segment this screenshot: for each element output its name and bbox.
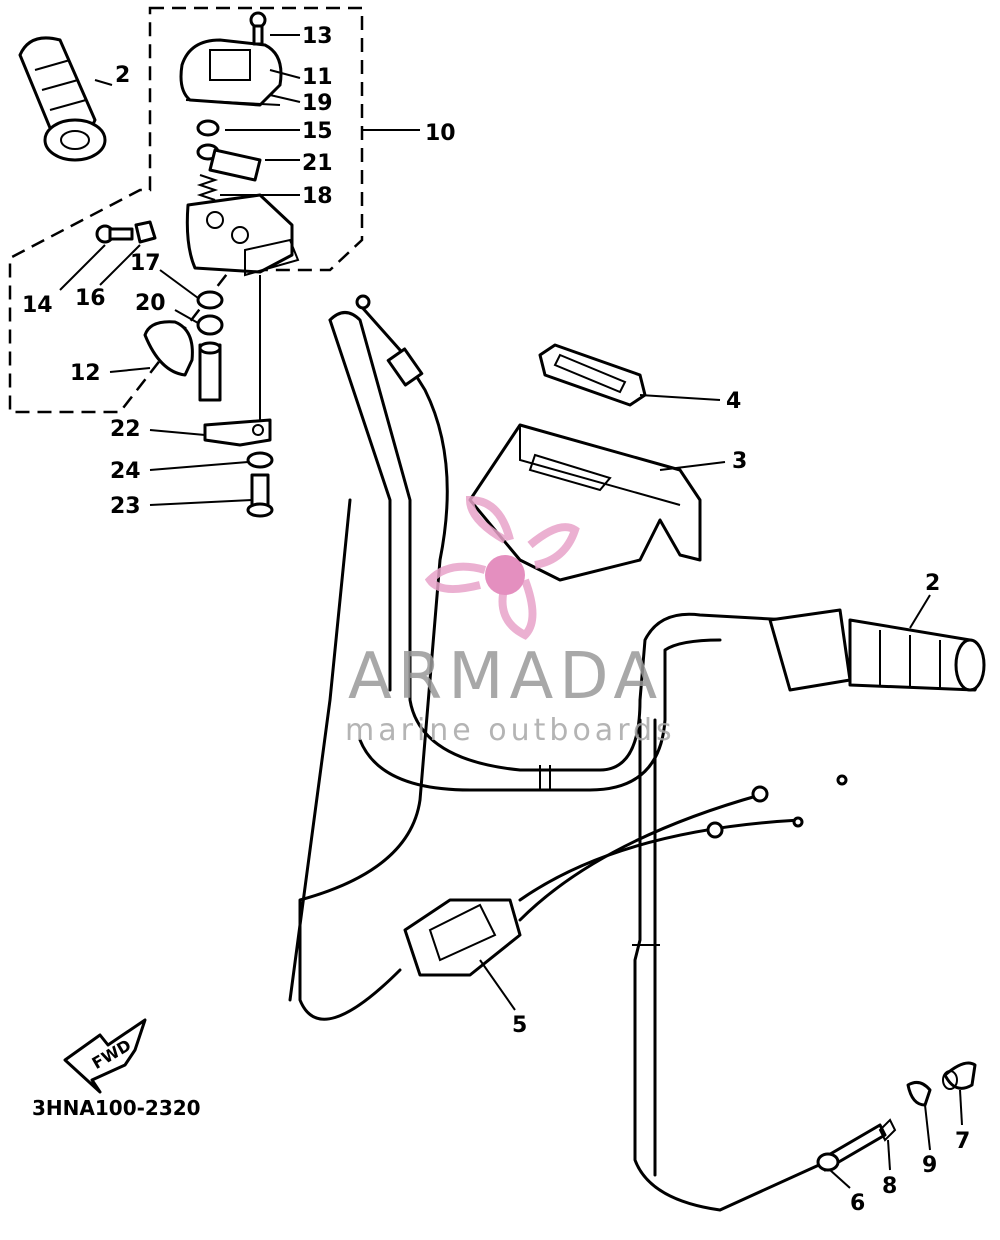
washers [196, 119, 262, 182]
switch-body [185, 193, 300, 277]
callout-24: 24 [110, 459, 141, 484]
handlebar-cover-3 [468, 423, 702, 582]
callout-23: 23 [110, 494, 141, 519]
clip-9 [906, 1080, 932, 1107]
fwd-arrow: FWD [63, 1018, 147, 1094]
callout-12: 12 [70, 361, 101, 386]
screw-13 [249, 11, 267, 46]
washer-24 [246, 451, 274, 469]
washer-17 [196, 290, 224, 310]
callout-5: 5 [512, 1013, 527, 1038]
callout-22: 22 [110, 417, 141, 442]
cap-7 [942, 1061, 977, 1090]
handlebar-1 [328, 311, 792, 792]
callout-16: 16 [75, 286, 106, 311]
leader-lines [59, 34, 963, 1189]
callout-18: 18 [302, 184, 333, 209]
junction-box-5 [403, 774, 848, 977]
cable-adjuster-6 [816, 1123, 887, 1172]
callout-10: 10 [425, 121, 456, 146]
throttle-cable [288, 294, 449, 1021]
callout-6: 6 [850, 1191, 865, 1216]
callout-11: 11 [302, 65, 333, 90]
screw-14 [95, 224, 134, 244]
throttle-lever-12 [143, 320, 222, 402]
callout-20: 20 [135, 291, 166, 316]
nut-16 [134, 220, 157, 244]
callout-13: 13 [302, 24, 333, 49]
watermark-brand: ARMADA [348, 640, 663, 714]
lower-cable [632, 718, 832, 1212]
callout-9: 9 [922, 1153, 937, 1178]
handlebar-pad-4 [538, 343, 647, 407]
callout-3: 3 [732, 449, 747, 474]
diagram-code: 3HNA100-2320 [32, 1096, 201, 1120]
callout-2-right: 2 [925, 571, 940, 596]
callout-17: 17 [130, 251, 161, 276]
spring-8 [878, 1118, 897, 1142]
bolt-23 [246, 473, 274, 518]
switch-cover [179, 38, 283, 107]
washer-20 [196, 314, 224, 336]
callout-4: 4 [726, 389, 741, 414]
callout-15: 15 [302, 119, 333, 144]
propeller-logo-icon [424, 495, 580, 640]
callout-14: 14 [22, 293, 53, 318]
watermark-tagline: marine outboards [345, 713, 676, 748]
armada-watermark: ARMADA marine outboards [345, 495, 676, 748]
right-grip [768, 608, 986, 692]
left-grip [18, 36, 107, 162]
clamp-22 [203, 418, 272, 447]
callout-19: 19 [302, 91, 333, 116]
callout-2-left: 2 [115, 63, 130, 88]
callout-8: 8 [882, 1174, 897, 1199]
callout-7: 7 [955, 1129, 970, 1154]
callouts: 2 13 11 19 15 10 21 18 17 14 16 20 12 22… [22, 24, 970, 1216]
spring-18 [196, 174, 219, 201]
callout-21: 21 [302, 151, 333, 176]
